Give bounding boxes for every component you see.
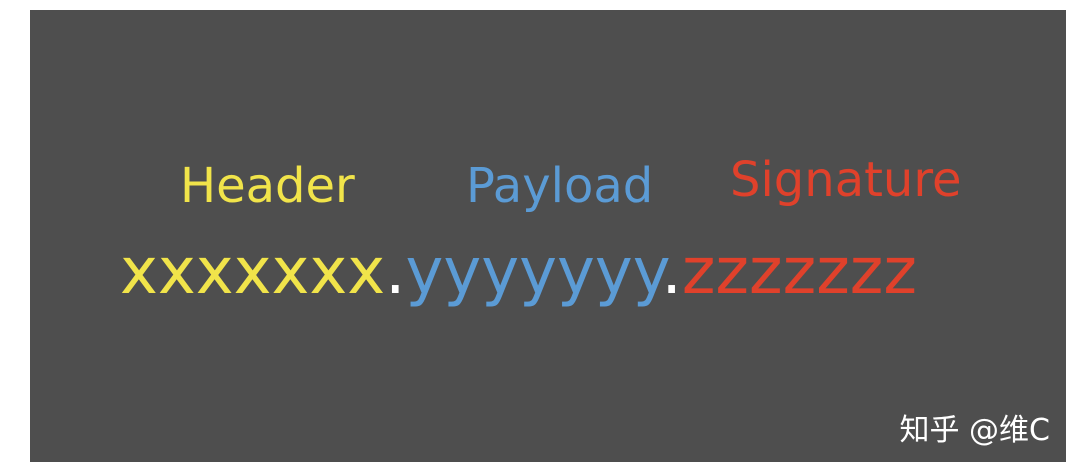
token-dot-separator-1: . (385, 235, 406, 309)
signature-label: Signature (730, 152, 962, 208)
token-header-part: xxxxxxx (120, 235, 386, 309)
token-dot-separator-2: . (661, 235, 682, 309)
diagram-canvas: Header Payload Signature xxxxxxx.yyyyyyy… (30, 10, 1066, 462)
jwt-token-string: xxxxxxx.yyyyyyy.zzzzzzz (120, 240, 917, 304)
watermark: 知乎 @维C (899, 413, 1050, 448)
header-label: Header (180, 158, 355, 214)
token-payload-part: yyyyyyy (405, 235, 662, 309)
payload-label: Payload (466, 158, 654, 214)
token-signature-part: zzzzzzz (681, 235, 917, 309)
